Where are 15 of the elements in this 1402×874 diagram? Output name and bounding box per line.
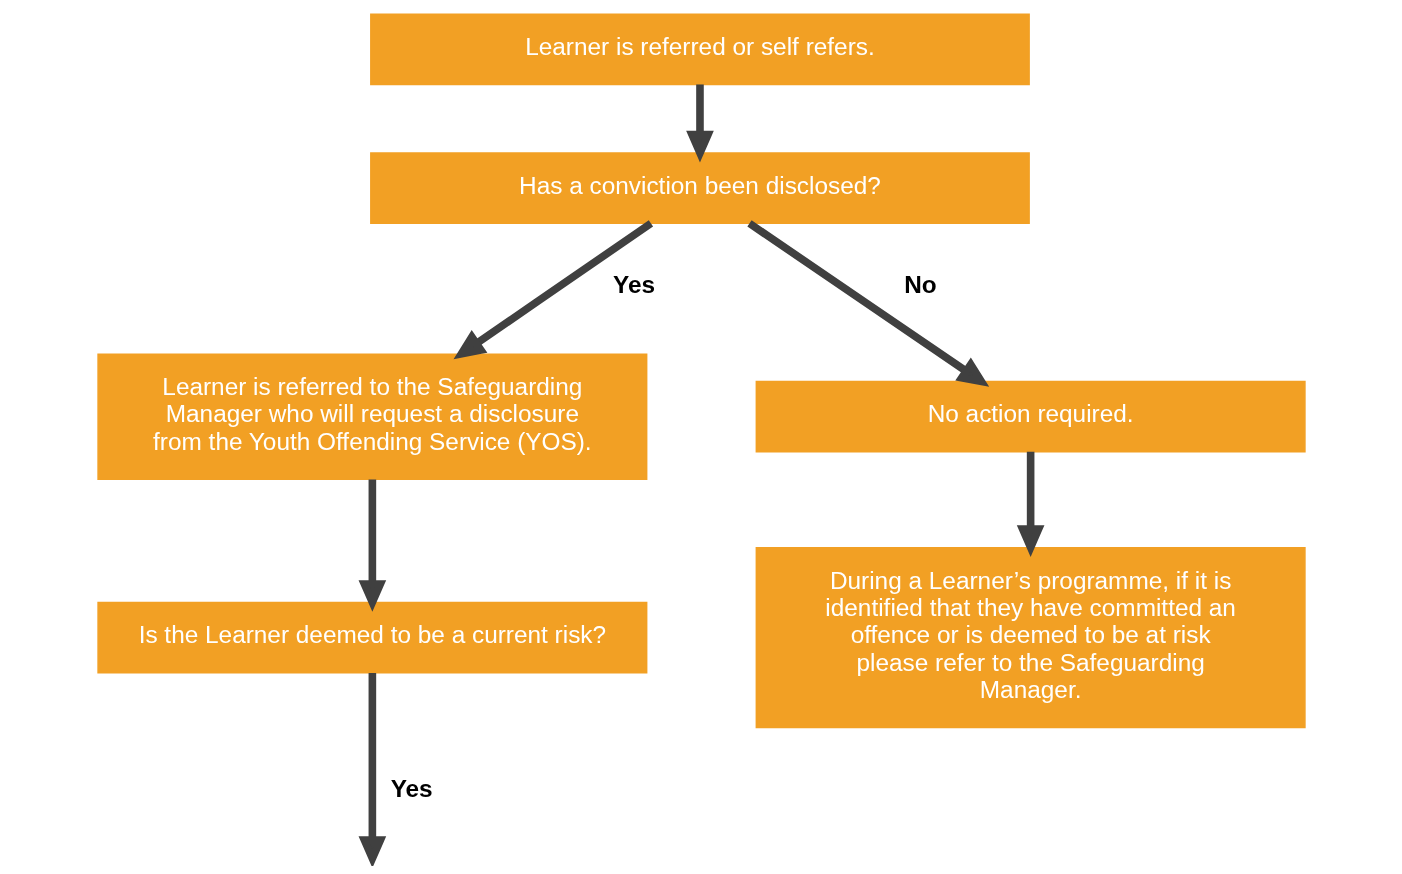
arrow	[685, 84, 714, 163]
arrow	[746, 220, 989, 387]
arrow	[453, 220, 653, 360]
node-box: Has a conviction been disclosed?	[369, 152, 1030, 224]
node-box: During a Learner’s programme, if it is identified that they have committed an offence or is deemed to be at risk please refer to the Safeguarding Manager.	[755, 546, 1306, 729]
arrow	[358, 672, 386, 866]
edge-label: Yes	[612, 270, 655, 298]
node-box: No action required.	[755, 380, 1306, 453]
arrow	[1016, 451, 1044, 557]
arrow	[358, 479, 386, 612]
node-box: Learner is referred or self refers.	[369, 13, 1030, 86]
edge-label: No	[903, 270, 937, 298]
node-box: Is the Learner deemed to be a current risk?	[96, 601, 647, 674]
edge-label: Yes	[390, 775, 433, 803]
node-box: Learner is referred to the Safeguarding Manager who will request a disclosure from the Youth Offending Service (YOS).	[96, 353, 647, 480]
